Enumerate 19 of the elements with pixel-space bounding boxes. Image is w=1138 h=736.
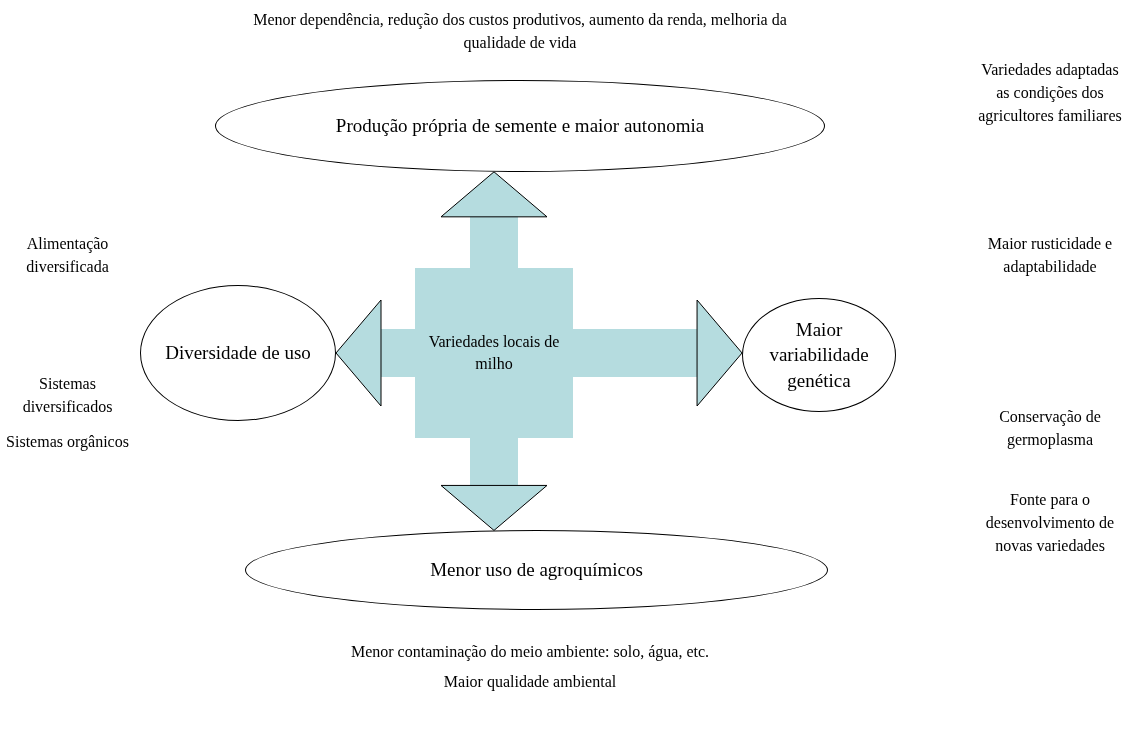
block-arrow	[573, 299, 743, 407]
note-text: Menor contaminação do meio ambiente: solo, água, etc.	[349, 642, 711, 663]
note-text: Maior rusticidade e adaptabilidade	[986, 234, 1114, 278]
node-text: Variedades locais de milho	[427, 332, 561, 374]
note-text: Maior qualidade ambiental	[442, 672, 618, 693]
center-box	[415, 268, 573, 438]
note-text: Sistemas orgânicos	[5, 432, 130, 453]
note-text: Conservação de germoplasma	[998, 407, 1102, 451]
note-text: Sistemas diversificados	[21, 374, 114, 418]
node-text: Produção própria de semente e maior autonomia	[335, 114, 705, 139]
node-text: Maior variabilidade genética	[768, 317, 870, 393]
note-text: Fonte para o desenvolvimento de novas variedades	[984, 490, 1116, 557]
node-text: Menor uso de agroquímicos	[430, 558, 643, 583]
block-arrow	[440, 171, 548, 268]
note-text: Variedades adaptadas as condições dos agricultores familiares	[977, 60, 1123, 127]
node-text: Diversidade de uso	[165, 341, 311, 366]
note-text: Alimentação diversificada	[25, 234, 110, 278]
block-arrow	[335, 299, 415, 407]
note-text: Menor dependência, redução dos custos produtivos, aumento da renda, melhoria da qualidade de vida	[252, 10, 788, 54]
